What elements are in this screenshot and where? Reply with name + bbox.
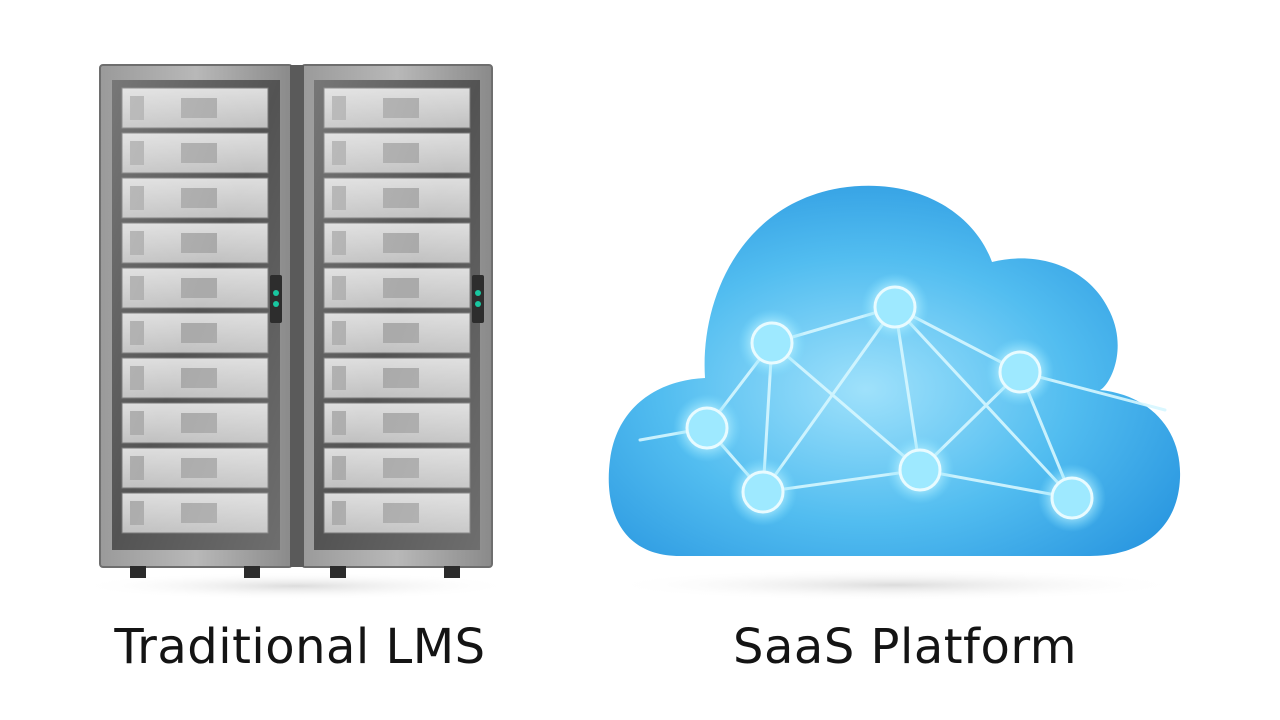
server-rack-icon bbox=[76, 64, 516, 600]
caption-saas-platform: SaaS Platform bbox=[733, 619, 1077, 675]
caption-traditional-lms: Traditional LMS bbox=[114, 619, 486, 675]
cloud-network-icon bbox=[605, 185, 1185, 601]
